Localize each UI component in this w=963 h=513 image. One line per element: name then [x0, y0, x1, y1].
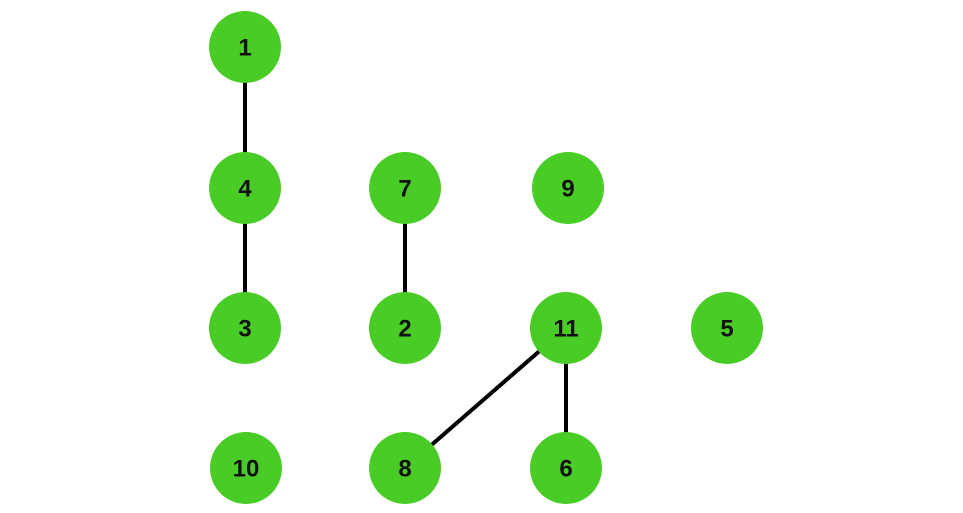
node-circle[interactable] [210, 432, 282, 504]
node-circle[interactable] [530, 432, 602, 504]
node-circle[interactable] [691, 292, 763, 364]
node-circle[interactable] [530, 292, 602, 364]
node-circle[interactable] [209, 292, 281, 364]
node-circle[interactable] [369, 292, 441, 364]
graph-node[interactable]: 6 [530, 432, 602, 504]
graph-node[interactable]: 5 [691, 292, 763, 364]
graph-node[interactable]: 3 [209, 292, 281, 364]
graph-node[interactable]: 9 [532, 152, 604, 224]
graph-node[interactable]: 10 [210, 432, 282, 504]
node-circle[interactable] [369, 152, 441, 224]
node-circle[interactable] [209, 11, 281, 83]
graph-node[interactable]: 2 [369, 292, 441, 364]
graph-node[interactable]: 8 [369, 432, 441, 504]
nodes-layer: 1 4 3 10 7 2 8 9 11 6 5 [209, 11, 763, 504]
node-circle[interactable] [369, 432, 441, 504]
graph-node[interactable]: 7 [369, 152, 441, 224]
graph-node[interactable]: 1 [209, 11, 281, 83]
node-circle[interactable] [209, 152, 281, 224]
node-circle[interactable] [532, 152, 604, 224]
graph-node[interactable]: 4 [209, 152, 281, 224]
graph-node[interactable]: 11 [530, 292, 602, 364]
edges-layer [243, 47, 568, 470]
